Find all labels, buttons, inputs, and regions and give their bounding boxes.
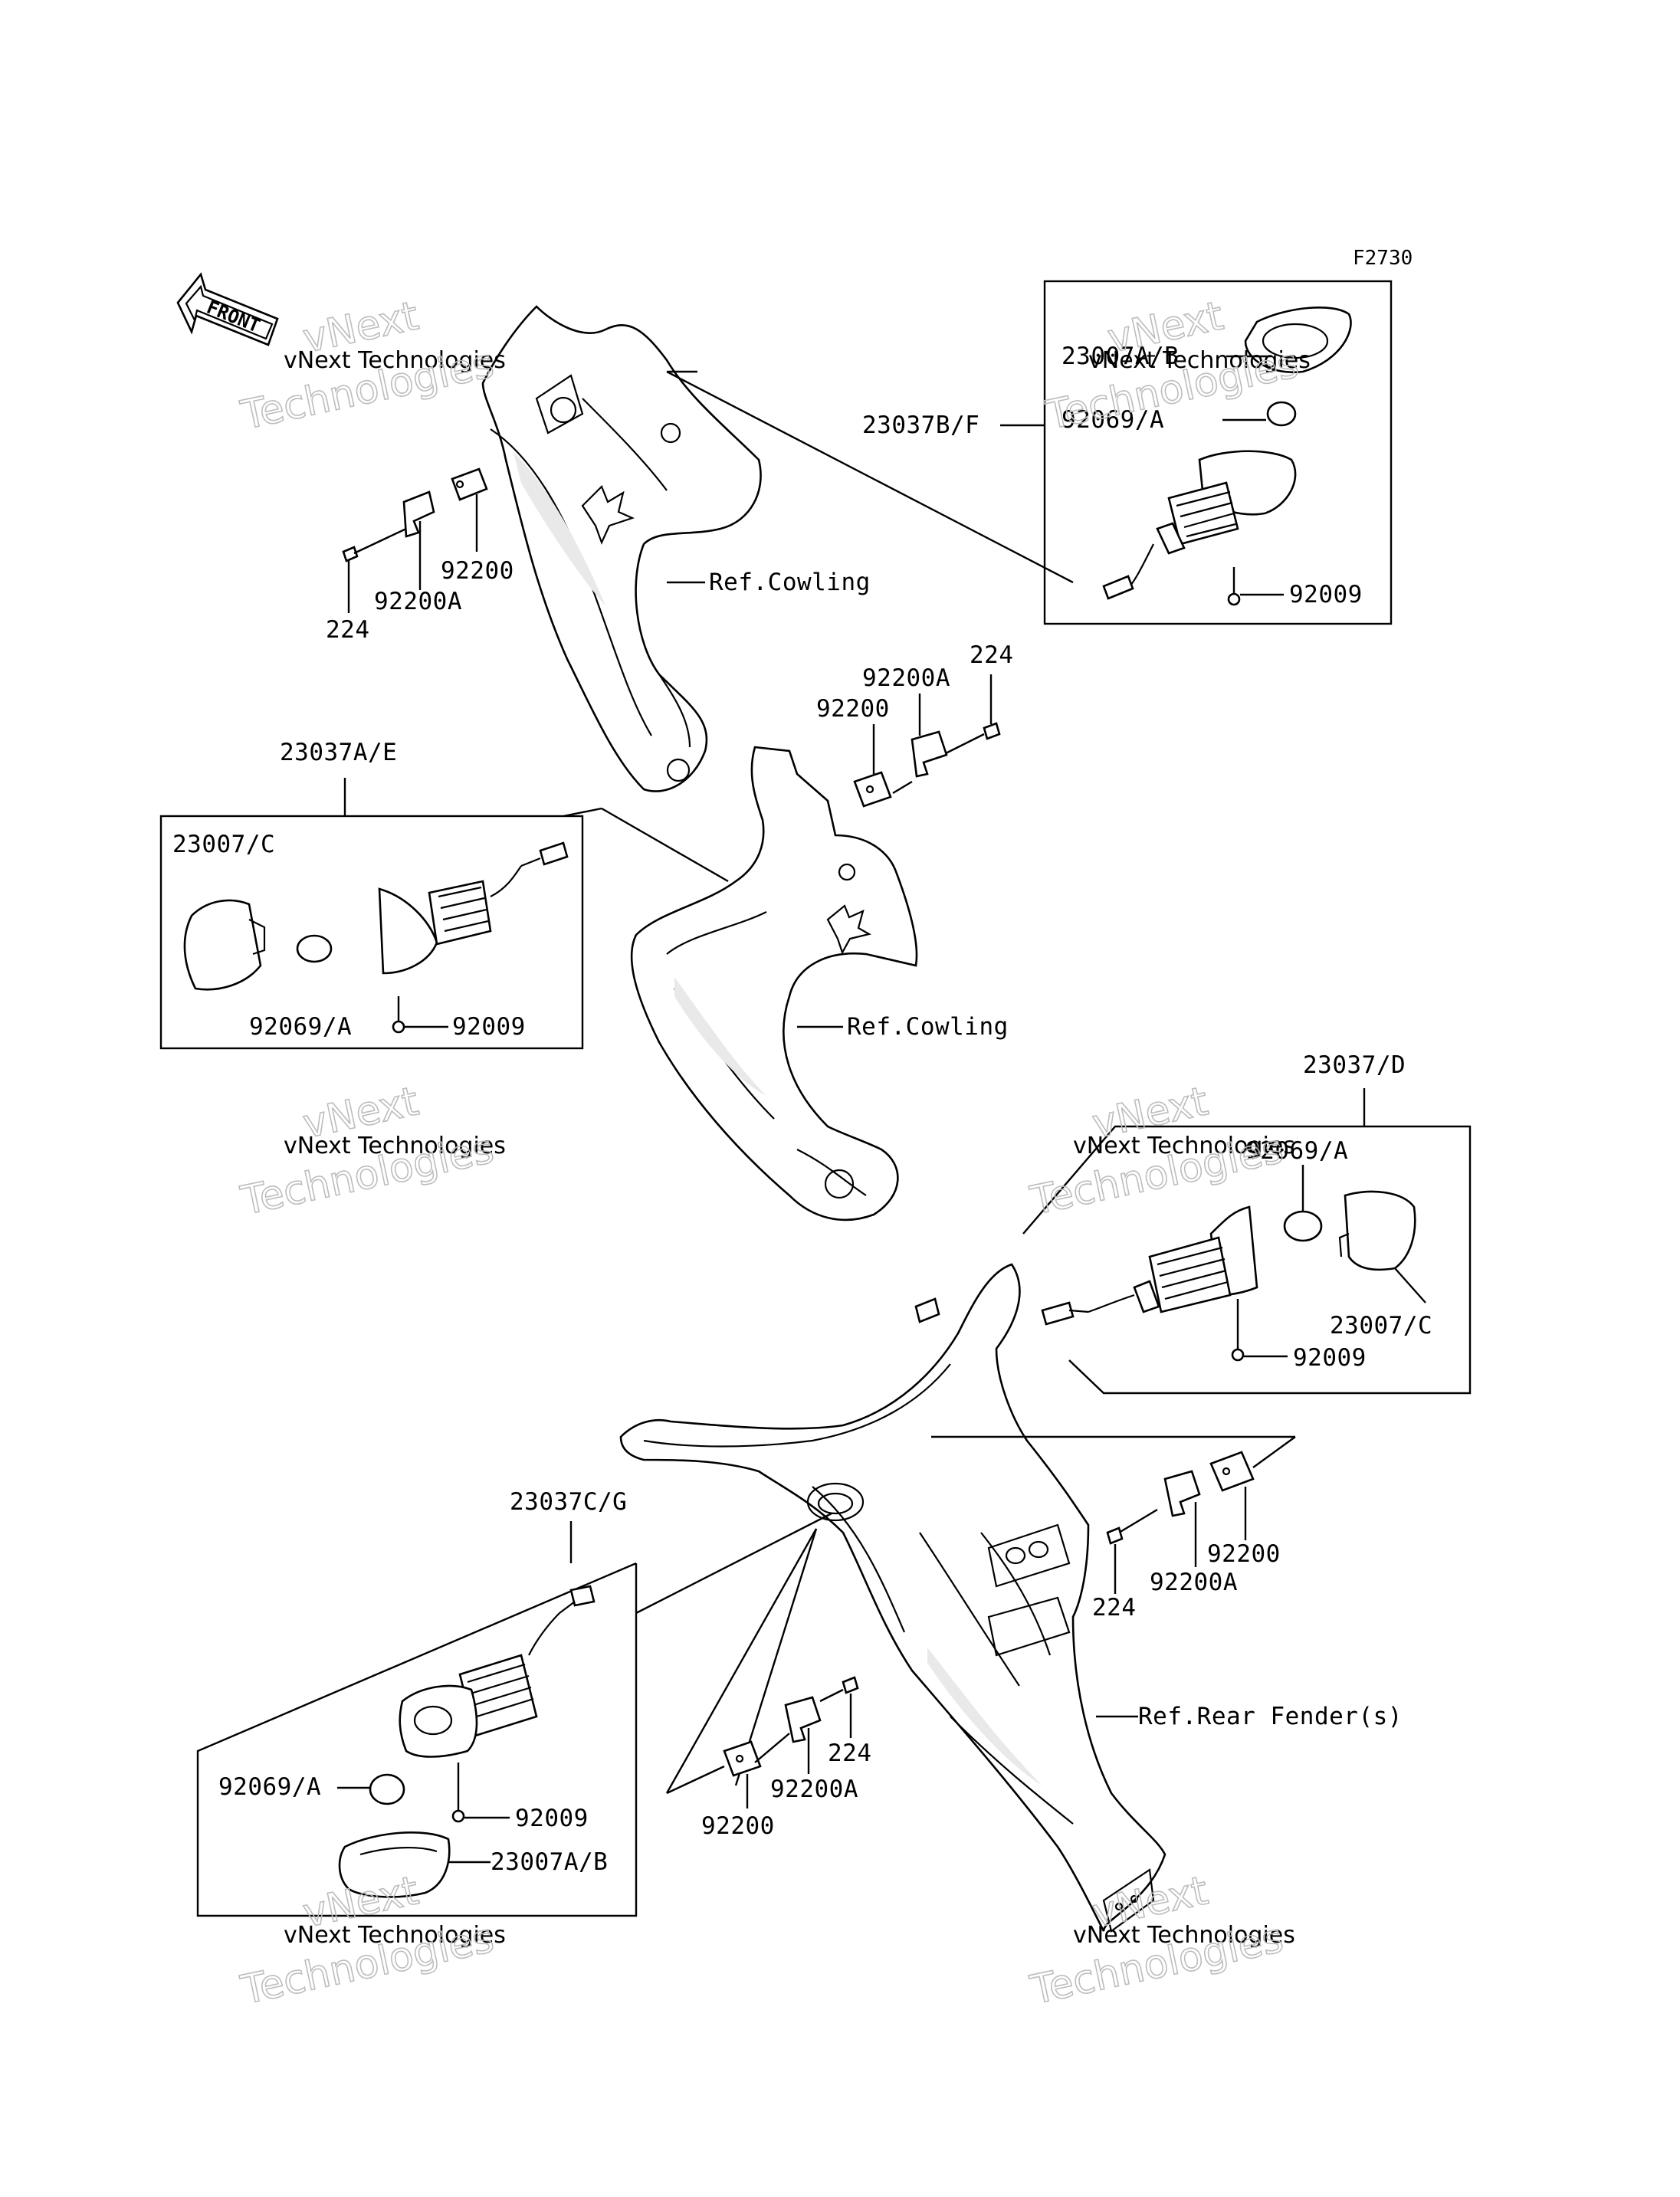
watermark-mid-right: vNext Technologies vNext Technologies xyxy=(1025,1078,1295,1225)
front-arrow-icon: FRONT xyxy=(176,272,279,346)
lens-23007c-right xyxy=(1338,1190,1416,1271)
mid-92200a-label: 92200A xyxy=(862,664,950,692)
br-224-label: 224 xyxy=(1092,1594,1137,1622)
screw-224-mid xyxy=(983,722,1001,740)
bulb-92069-top-right xyxy=(1266,401,1297,427)
svg-text:vNext Technologies: vNext Technologies xyxy=(1088,347,1311,374)
screw-92009-left xyxy=(392,996,405,1034)
bracket-92200a-mid xyxy=(911,730,948,778)
bc-224-label: 224 xyxy=(828,1740,872,1767)
br-92200-label: 92200 xyxy=(1207,1540,1281,1568)
screw-92009-bottom-left xyxy=(451,1763,465,1823)
bracket-92200-bottom-center xyxy=(723,1740,762,1777)
watermark-top-left: vNext Technologies vNext Technologies xyxy=(236,293,506,440)
bracket-92200a-bottom-right xyxy=(1163,1470,1201,1517)
turn-signal-top-right xyxy=(1102,450,1297,600)
tr-92069-label: 92069/A xyxy=(1061,406,1164,434)
watermark-mid-left: vNext Technologies vNext Technologies xyxy=(236,1078,506,1225)
tl-224-label: 224 xyxy=(326,616,370,644)
screw-92009-top-right xyxy=(1227,567,1241,606)
bc-92200-label: 92200 xyxy=(701,1812,775,1840)
right-23007-label: 23007/C xyxy=(1330,1312,1432,1340)
box-23037cg xyxy=(196,1562,638,1917)
svg-text:vNext Technologies: vNext Technologies xyxy=(1073,1922,1295,1949)
tl-92200a-label: 92200A xyxy=(374,588,462,615)
tr-23007-label: 23007A/B xyxy=(1061,343,1179,370)
bracket-92200-bottom-right xyxy=(1209,1451,1255,1492)
box-23037bf xyxy=(1043,280,1393,625)
svg-text:vNext Technologies: vNext Technologies xyxy=(284,1922,506,1949)
rear-fender xyxy=(619,1263,1166,1933)
svg-text:vNext Technologies: vNext Technologies xyxy=(284,1133,506,1159)
screw-224-bottom-right xyxy=(1106,1526,1124,1545)
bl-92009-label: 92009 xyxy=(515,1805,589,1832)
screw-92009-right xyxy=(1231,1299,1245,1362)
bl-group-label: 23037C/G xyxy=(510,1488,627,1516)
bracket-92200-top-left xyxy=(451,467,488,501)
ref-cowling-upper-label: Ref.Cowling xyxy=(709,569,871,596)
turn-signal-bottom-left xyxy=(399,1585,596,1758)
tr-group-label: 23037B/F xyxy=(862,412,979,439)
mid-92200-label: 92200 xyxy=(816,695,890,723)
upper-cowling xyxy=(481,305,762,792)
svg-text:vNext Technologies: vNext Technologies xyxy=(1073,1133,1295,1159)
watermark-bottom-right: vNext Technologies vNext Technologies xyxy=(1025,1867,1295,2015)
bulb-92069-bottom-left xyxy=(369,1773,405,1805)
bl-92069-label: 92069/A xyxy=(218,1773,321,1801)
ref-rear-fender-label: Ref.Rear Fender(s) xyxy=(1138,1703,1403,1730)
left-group-label: 23037A/E xyxy=(280,739,397,766)
ref-cowling-lower-label: Ref.Cowling xyxy=(847,1013,1009,1041)
bulb-92069-right xyxy=(1283,1210,1323,1242)
right-92069-label: 92069/A xyxy=(1245,1137,1348,1165)
box-23037ae xyxy=(159,815,584,1050)
screw-224-bottom-center xyxy=(842,1676,859,1694)
bl-23007-label: 23007A/B xyxy=(491,1848,608,1876)
bracket-92200a-bottom-center xyxy=(784,1696,822,1743)
left-23007-label: 23007/C xyxy=(172,831,275,858)
turn-signal-left xyxy=(378,841,569,975)
figure-code: F2730 xyxy=(1353,247,1413,270)
bulb-92069-left xyxy=(296,934,333,963)
bracket-92200a-top-left xyxy=(402,490,435,538)
screw-224-top-left xyxy=(342,527,407,562)
right-group-label: 23037/D xyxy=(1303,1051,1406,1079)
tr-92009-label: 92009 xyxy=(1289,581,1363,608)
bc-92200a-label: 92200A xyxy=(770,1776,858,1803)
svg-text:vNext Technologies: vNext Technologies xyxy=(284,347,506,374)
lower-cowling xyxy=(630,746,918,1221)
mid-224-label: 224 xyxy=(970,641,1014,669)
box-23037d xyxy=(1022,1125,1472,1395)
tl-92200-label: 92200 xyxy=(441,557,514,585)
watermark-bottom-left: vNext Technologies vNext Technologies xyxy=(236,1867,506,2015)
turn-signal-right xyxy=(1041,1205,1258,1326)
bracket-92200-mid xyxy=(853,771,892,808)
lens-23007ab-bottom-left xyxy=(338,1831,451,1898)
left-92069-label: 92069/A xyxy=(249,1013,352,1041)
left-92009-label: 92009 xyxy=(452,1013,526,1041)
br-92200a-label: 92200A xyxy=(1150,1569,1238,1596)
lens-23007c-left xyxy=(183,899,266,991)
right-92009-label: 92009 xyxy=(1293,1344,1367,1372)
